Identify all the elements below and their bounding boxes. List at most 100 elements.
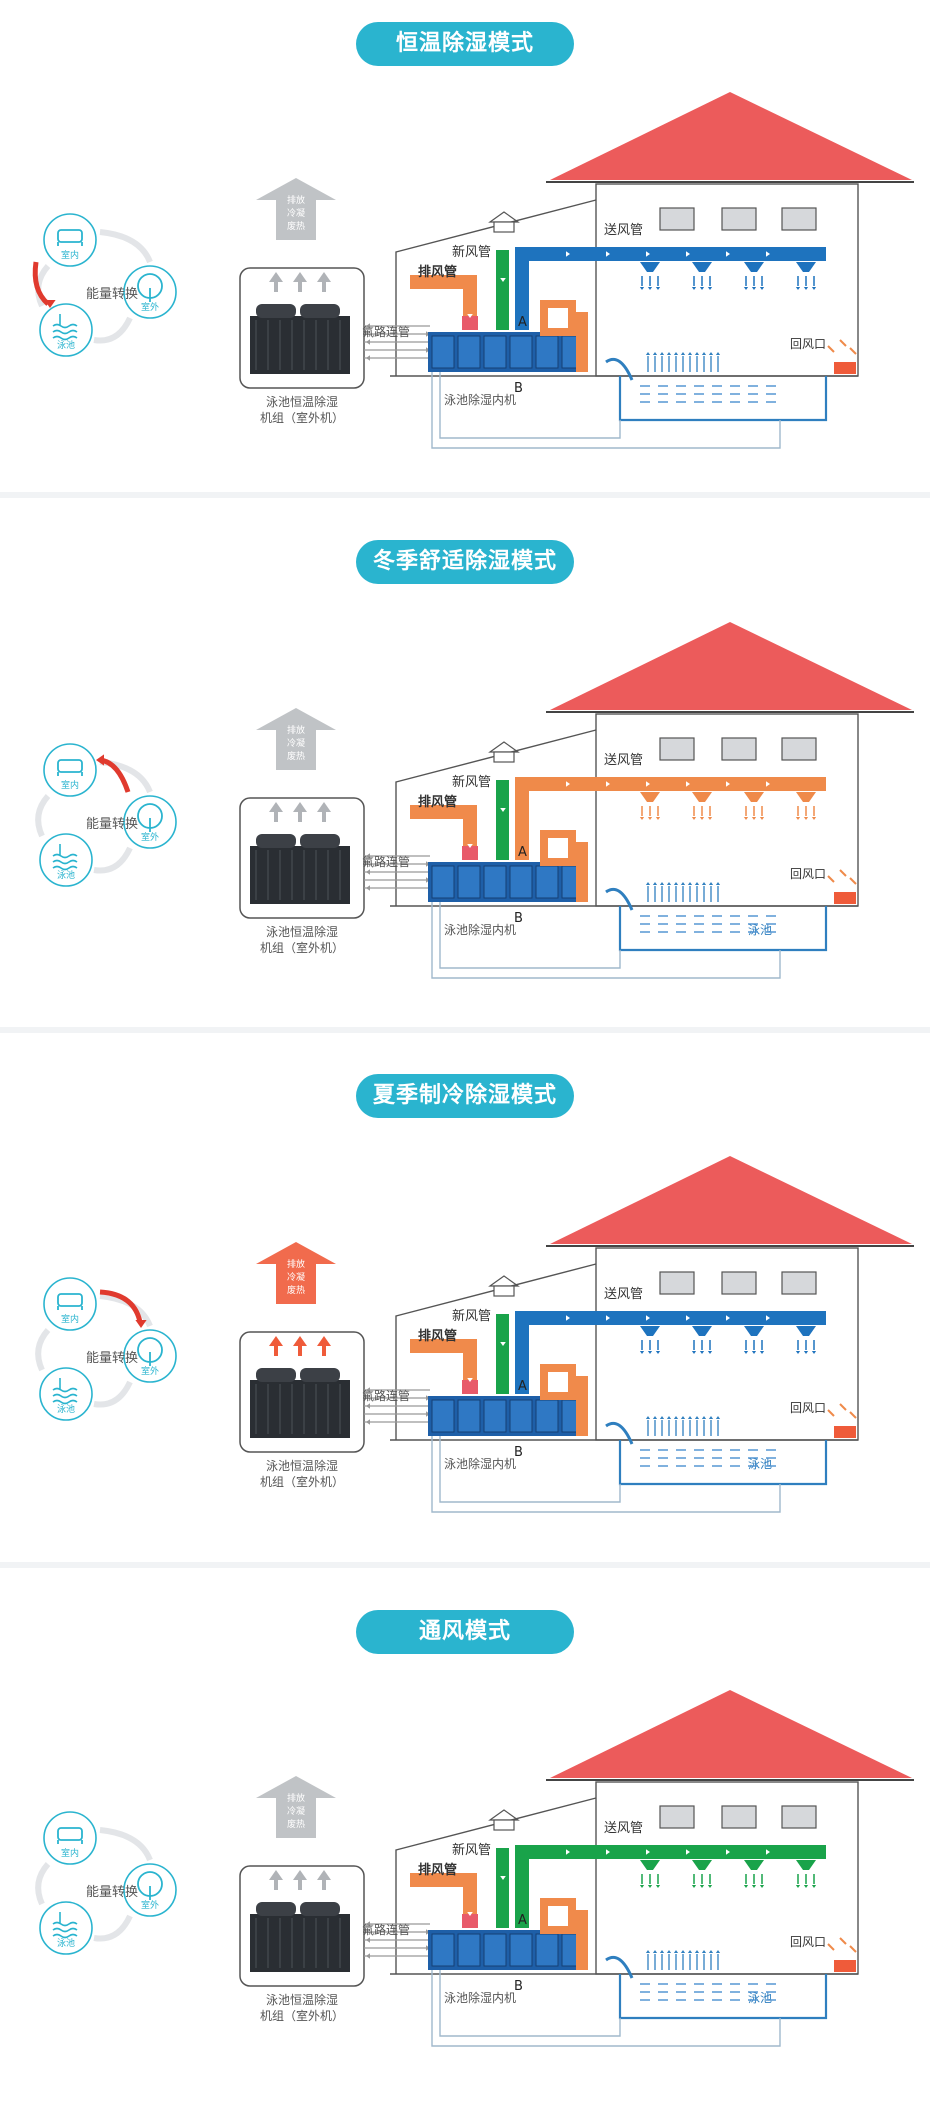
window xyxy=(781,1271,817,1295)
indoor-unit-label: 泳池除湿内机 xyxy=(444,392,516,407)
indoor-unit-panel xyxy=(457,865,481,899)
pool-outline xyxy=(618,1440,828,1486)
pool-outline xyxy=(618,906,828,952)
pool-label: 泳池 xyxy=(748,1991,772,2005)
flow-arrow xyxy=(652,352,658,355)
flow-arrow xyxy=(699,1885,705,1888)
cycle-arc xyxy=(35,1862,51,1906)
indoor-unit-label: 泳池除湿内机 xyxy=(444,1990,516,2005)
fan xyxy=(300,304,340,318)
supply-duct xyxy=(515,1311,826,1394)
point-a: A xyxy=(518,1913,527,1928)
mode-section-3: 夏季制冷除湿模式 室内室外泳池能量转换排放冷凝废热泳池恒温除湿机组（室外机）泳池… xyxy=(0,1064,930,1592)
flow-arrow xyxy=(751,817,757,820)
return-duct xyxy=(540,1898,576,1934)
indoor-unit-panel xyxy=(483,1399,507,1433)
flow-arrow xyxy=(687,1950,693,1953)
flow-arrow xyxy=(646,781,650,787)
return-duct xyxy=(576,842,588,902)
cycle-arc xyxy=(99,1827,153,1862)
fan xyxy=(300,834,340,848)
flow-arrow xyxy=(701,352,707,355)
vent-arrow xyxy=(256,708,336,770)
return-duct xyxy=(540,1364,576,1400)
flow-arrow xyxy=(366,1387,370,1393)
pool-outline xyxy=(618,1974,828,2020)
flow-arrow xyxy=(647,287,653,290)
flow-arrow xyxy=(795,817,801,820)
flow-arrow xyxy=(646,251,650,257)
water-pipe xyxy=(431,1436,781,1513)
flow-arrow xyxy=(500,278,506,282)
flow-arrow xyxy=(795,1351,801,1354)
flow-arrow xyxy=(659,1950,665,1953)
flow-arrow xyxy=(701,1950,707,1953)
indoor-circle xyxy=(43,743,97,797)
flow-arrow xyxy=(803,1351,809,1354)
flow-arrow xyxy=(743,817,749,820)
fresh-air-pipe xyxy=(496,780,509,860)
exhaust-pipe xyxy=(410,1339,477,1394)
flow-arrow xyxy=(694,1950,700,1953)
indoor-unit-panel xyxy=(483,335,507,369)
flow-arrow xyxy=(795,1885,801,1888)
flow-arrow xyxy=(659,352,665,355)
window xyxy=(781,737,817,761)
flow-arrow xyxy=(135,1320,147,1328)
indoor-unit xyxy=(428,862,588,902)
inlet-pipe xyxy=(605,1421,634,1445)
vent-small-arrow xyxy=(322,1346,326,1356)
vent-small-arrow xyxy=(298,282,302,292)
mode-title: 夏季制冷除湿模式 xyxy=(356,1074,574,1118)
pool-label: 泳池 xyxy=(748,923,772,937)
vent-small-arrow xyxy=(322,282,326,292)
flow-arrow xyxy=(707,1885,713,1888)
supply-label: 送风管 xyxy=(604,223,643,238)
supply-label: 送风管 xyxy=(604,1287,643,1302)
refrigerant-label: 氟路连管 xyxy=(362,324,410,339)
flow-arrow xyxy=(686,1849,690,1855)
fresh-air-pipe xyxy=(496,250,509,330)
roof xyxy=(550,1690,912,1778)
fresh-air-label: 新风管 xyxy=(452,244,491,260)
flow-arrow xyxy=(680,1950,686,1953)
flow-arrow xyxy=(467,844,473,848)
flow-arrow xyxy=(673,352,679,355)
flow-arrow xyxy=(639,817,645,820)
vent-small-arrow xyxy=(317,802,331,812)
vent-small-arrow xyxy=(293,802,307,812)
point-b: B xyxy=(514,911,523,926)
inlet-pipe xyxy=(605,1955,634,1979)
return-duct xyxy=(576,1910,588,1970)
flow-arrow xyxy=(701,1416,707,1419)
pool-label: 泳池 xyxy=(748,1457,772,1471)
indoor-unit-panel xyxy=(431,1933,455,1967)
flow-arrow xyxy=(606,1315,610,1321)
exhaust-label: 排风管 xyxy=(418,264,457,280)
return-arrow xyxy=(827,1943,835,1951)
flow-arrow xyxy=(726,1315,730,1321)
flow-arrow xyxy=(96,754,104,766)
flow-arrow xyxy=(686,781,690,787)
flow-arrow xyxy=(759,1885,765,1888)
unit-label: 机组（室外机） xyxy=(260,1474,344,1489)
water-pipe xyxy=(431,372,781,449)
section-divider xyxy=(0,1027,930,1033)
return-label: 回风口 xyxy=(790,1401,826,1415)
annex-wall xyxy=(395,199,597,376)
chimney xyxy=(493,221,515,233)
vent-small-arrow xyxy=(298,1880,302,1890)
indoor-unit-panel xyxy=(509,865,533,899)
unit-label: 泳池恒温除湿 xyxy=(266,924,338,939)
diffuser xyxy=(796,262,816,272)
fresh-air-pipe xyxy=(496,1314,509,1394)
refrigerant-label: 氟路连管 xyxy=(362,1388,410,1403)
chimney xyxy=(488,1809,520,1821)
flow-arrow xyxy=(366,1921,370,1927)
supply-duct xyxy=(515,247,826,330)
flow-arrow xyxy=(759,1351,765,1354)
flow-arrow xyxy=(655,817,661,820)
energy-label: 能量转换 xyxy=(86,817,138,832)
point-b: B xyxy=(514,381,523,396)
window xyxy=(781,1805,817,1829)
